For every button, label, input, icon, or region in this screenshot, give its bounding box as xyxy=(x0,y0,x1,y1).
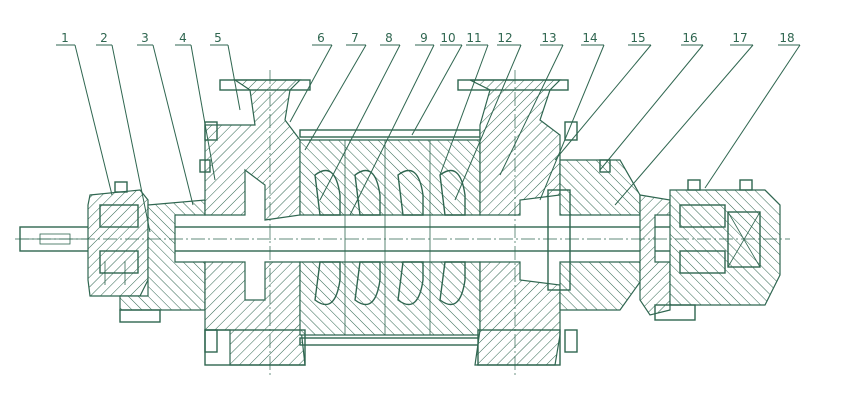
callout-4: 4 xyxy=(175,31,216,181)
right-bracket xyxy=(639,194,671,316)
callout-6: 6 xyxy=(289,31,333,123)
callout-leader-line xyxy=(227,44,241,111)
callout-16: 16 xyxy=(599,31,704,171)
callout-leader-line xyxy=(349,44,435,216)
stage-casings xyxy=(299,129,481,346)
callout-number: 10 xyxy=(440,31,455,45)
suction-section xyxy=(204,79,311,366)
callout-leader-line xyxy=(614,44,754,206)
callout-leader-line xyxy=(554,44,652,161)
callout-leader-line xyxy=(439,44,489,176)
callout-number: 18 xyxy=(779,31,794,45)
callout-number: 15 xyxy=(630,31,645,45)
callout-leader-line xyxy=(411,44,463,136)
callout-9: 9 xyxy=(349,31,435,216)
callout-18: 18 xyxy=(704,31,801,189)
callout-leader-line xyxy=(454,44,522,201)
callout-10: 10 xyxy=(411,31,463,136)
callout-leader-line xyxy=(599,44,704,171)
callout-leader-line xyxy=(539,44,605,201)
callout-number: 4 xyxy=(179,31,187,45)
callout-12: 12 xyxy=(454,31,522,201)
callout-number: 2 xyxy=(100,31,108,45)
callout-leader-line xyxy=(499,44,564,176)
callout-number: 16 xyxy=(682,31,697,45)
balance-chamber xyxy=(547,159,641,311)
right-foot xyxy=(654,304,696,321)
callout-2: 2 xyxy=(96,31,151,233)
callout-14: 14 xyxy=(539,31,605,201)
right-bearing-housing xyxy=(669,179,781,306)
callout-number: 7 xyxy=(351,31,359,45)
callout-13: 13 xyxy=(499,31,564,176)
callout-leader-line xyxy=(152,44,194,206)
callout-number: 14 xyxy=(582,31,597,45)
pump-body xyxy=(15,70,790,375)
callout-5: 5 xyxy=(210,31,241,111)
center-foot-right xyxy=(477,329,561,366)
callout-leader-line xyxy=(74,44,113,196)
callout-7: 7 xyxy=(304,31,367,151)
callout-15: 15 xyxy=(554,31,652,161)
callout-leader-line xyxy=(289,44,333,123)
callout-number: 13 xyxy=(541,31,556,45)
callout-number: 9 xyxy=(420,31,428,45)
callout-3: 3 xyxy=(137,31,194,206)
callout-number: 17 xyxy=(732,31,747,45)
callout-leader-line xyxy=(111,44,151,233)
callout-number: 6 xyxy=(317,31,325,45)
left-foot xyxy=(119,309,161,323)
callout-number: 5 xyxy=(214,31,222,45)
callout-leader-line xyxy=(190,44,216,181)
callout-11: 11 xyxy=(439,31,489,176)
left-bearing-housing xyxy=(87,181,149,297)
callout-leader-line xyxy=(704,44,801,189)
callout-number: 12 xyxy=(497,31,512,45)
callout-number: 11 xyxy=(466,31,481,45)
callout-leader-line xyxy=(319,44,401,201)
callout-leader-line xyxy=(304,44,367,151)
callout-1: 1 xyxy=(56,31,113,196)
callout-number: 1 xyxy=(61,31,69,45)
callout-number: 8 xyxy=(385,31,393,45)
callout-number: 3 xyxy=(141,31,149,45)
bolts xyxy=(199,121,611,353)
callout-8: 8 xyxy=(319,31,401,201)
callout-17: 17 xyxy=(614,31,754,206)
